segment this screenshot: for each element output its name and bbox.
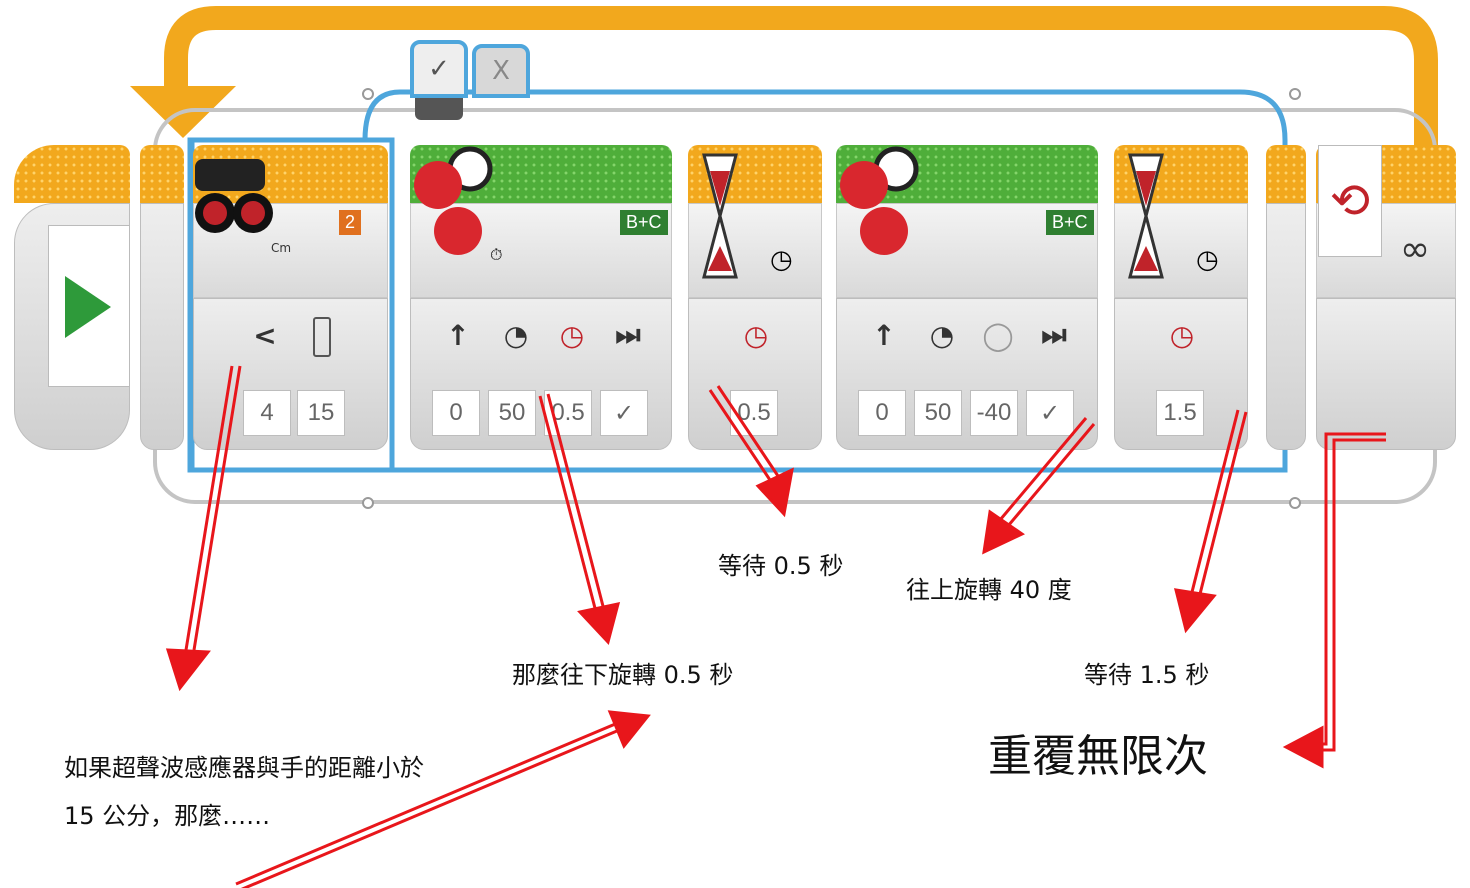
loop-return-path bbox=[164, 6, 1438, 150]
motor1-power-value[interactable]: 50 bbox=[488, 390, 536, 436]
arrow-rotate-down bbox=[538, 395, 598, 613]
wait-block-1[interactable]: ◷ ◷ 0.5 bbox=[688, 145, 822, 450]
ultrasonic-sensor-icon bbox=[193, 145, 273, 265]
degrees-icon: ◯ bbox=[982, 318, 1014, 352]
wire-node bbox=[1289, 497, 1301, 509]
connector-block bbox=[140, 145, 184, 450]
wire-node bbox=[1289, 88, 1301, 100]
hourglass-icon bbox=[700, 151, 740, 285]
move-tank-block-2[interactable]: B+C ↑ ◔ ◯ ⏭ 0 50 -40 ✓ bbox=[836, 145, 1098, 450]
arrow-up-icon: ↑ bbox=[446, 318, 470, 352]
motor2-steering-value[interactable]: 0 bbox=[858, 390, 906, 436]
compare-type-value[interactable]: 4 bbox=[243, 390, 291, 436]
motor-icon bbox=[836, 145, 926, 275]
timer-icon: ◷ bbox=[770, 245, 793, 275]
motor-icon bbox=[410, 145, 500, 275]
motor2-degrees-value[interactable]: -40 bbox=[970, 390, 1018, 436]
sensor-port[interactable]: 2 bbox=[339, 210, 362, 235]
connector-block bbox=[1266, 145, 1306, 450]
motor2-power-value[interactable]: 50 bbox=[914, 390, 962, 436]
switch-tab-false[interactable]: X bbox=[472, 44, 530, 98]
switch-tab-true[interactable]: ✓ bbox=[410, 40, 468, 98]
motor1-steering-value[interactable]: 0 bbox=[432, 390, 480, 436]
switch-condition-frame bbox=[189, 137, 395, 473]
loop-icon: ⟲ bbox=[1318, 145, 1382, 257]
caption-repeat: 重覆無限次 bbox=[988, 731, 1208, 782]
timer-icon: ⏱ bbox=[490, 245, 503, 264]
arrow-condition bbox=[184, 365, 234, 651]
start-button-face bbox=[48, 225, 130, 387]
wire-node bbox=[362, 88, 374, 100]
arrow-repeat bbox=[1320, 432, 1386, 746]
start-block[interactable] bbox=[14, 145, 130, 450]
caption-wait1: 等待 0.5 秒 bbox=[718, 552, 844, 580]
wait-block-2[interactable]: ◷ ◷ 1.5 bbox=[1114, 145, 1248, 450]
threshold-icon bbox=[313, 317, 331, 357]
caption-rotate-down: 那麼往下旋轉 0.5 秒 bbox=[512, 661, 734, 689]
stopwatch-icon: ◷ bbox=[743, 318, 769, 352]
arrow-wait2 bbox=[1190, 409, 1240, 593]
caption-wait2: 等待 1.5 秒 bbox=[1084, 661, 1210, 689]
loop-end-block[interactable]: ⟲ ∞ bbox=[1316, 145, 1456, 450]
speedometer-icon: ◔ bbox=[929, 318, 955, 352]
motor1-brake-value[interactable]: ✓ bbox=[600, 390, 648, 436]
caption-condition: 如果超聲波感應器與手的距離小於 15 公分，那麼…… bbox=[64, 754, 424, 830]
threshold-value[interactable]: 15 bbox=[297, 390, 345, 436]
arrow-link bbox=[235, 720, 621, 886]
switch-tab-marker bbox=[415, 98, 463, 120]
motor-port-2[interactable]: B+C bbox=[1046, 210, 1094, 235]
wait1-seconds-value[interactable]: 0.5 bbox=[730, 390, 778, 436]
arrow-rotate-up bbox=[998, 417, 1088, 521]
move-tank-block-1[interactable]: ⏱ B+C ↑ ◔ ◷ ⏭ 0 50 0.5 ✓ bbox=[410, 145, 672, 450]
compare-icon[interactable]: < bbox=[253, 318, 277, 352]
motor-port-1[interactable]: B+C bbox=[620, 210, 668, 235]
step-end-icon: ⏭ bbox=[1041, 318, 1067, 351]
motor2-brake-value[interactable]: ✓ bbox=[1026, 390, 1074, 436]
play-icon bbox=[65, 276, 111, 338]
sensor-unit: Cm bbox=[271, 241, 292, 255]
timer-icon: ◷ bbox=[1196, 245, 1219, 275]
step-end-icon: ⏭ bbox=[615, 318, 641, 351]
arrow-up-icon: ↑ bbox=[872, 318, 896, 352]
ultrasonic-switch-block[interactable]: Cm 2 < 4 15 bbox=[193, 145, 388, 450]
arrow-wait1 bbox=[708, 389, 772, 481]
speedometer-icon: ◔ bbox=[503, 318, 529, 352]
stopwatch-icon: ◷ bbox=[559, 318, 585, 352]
stopwatch-icon: ◷ bbox=[1169, 318, 1195, 352]
caption-rotate-up: 往上旋轉 40 度 bbox=[906, 576, 1072, 604]
wire-node bbox=[362, 497, 374, 509]
switch-outline bbox=[187, 89, 1288, 473]
hourglass-icon bbox=[1126, 151, 1166, 285]
start-strip bbox=[14, 145, 130, 203]
loop-count[interactable]: ∞ bbox=[1400, 229, 1430, 270]
wait2-seconds-value[interactable]: 1.5 bbox=[1156, 390, 1204, 436]
